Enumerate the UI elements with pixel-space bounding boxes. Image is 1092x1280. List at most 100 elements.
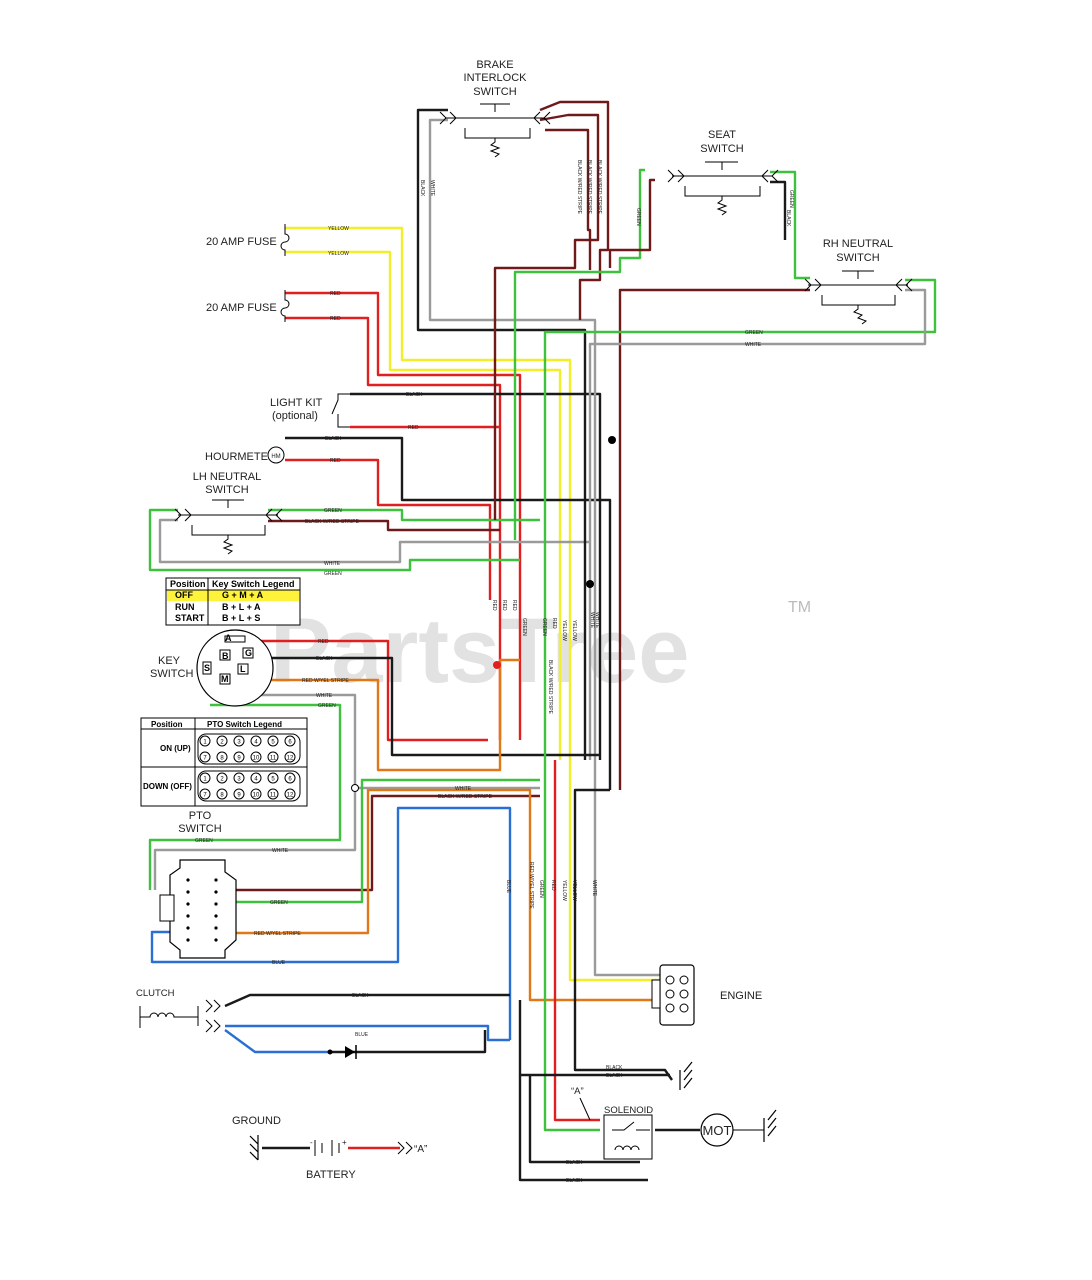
label-green-con: GREEN (270, 900, 288, 906)
light-kit: LIGHT KIT (optional) (270, 393, 350, 428)
pto-pin (216, 735, 228, 747)
pto-pin (267, 772, 279, 784)
key-term-b: B (222, 651, 229, 661)
connector-pin (214, 926, 218, 930)
watermark-tm: TM (788, 599, 811, 616)
pto-legend-r2: DOWN (OFF) (143, 782, 192, 791)
connector-pin (186, 878, 190, 882)
key-legend-r2-val: B + L + A (222, 602, 261, 612)
wire-orange-pto (215, 788, 660, 1002)
pto-pin-number: 12 (287, 756, 294, 762)
label-black-clutch: BLACK (352, 993, 369, 999)
pto-pin (250, 772, 262, 784)
connector-pin (214, 902, 218, 906)
key-label-2: SWITCH (150, 668, 193, 680)
svg-text:+: + (342, 1138, 347, 1147)
label-red-light: RED (408, 425, 419, 431)
label-v-redyel: RED W/YEL STRIPE (528, 862, 534, 909)
label-v-bkred: BLACK W/RED STRIPE (547, 660, 553, 715)
label-v-white-brake: WHITE (429, 180, 435, 197)
label-red-1: RED (330, 291, 341, 297)
label-bkred-lh: BLACK W/RED STRIPE (305, 519, 360, 525)
label-v-green-3: GREEN (538, 880, 544, 898)
label-green-lh-2: GREEN (324, 571, 342, 577)
wire-green-seat (513, 168, 645, 540)
pto-legend-h2: PTO Switch Legend (207, 720, 282, 729)
key-switch-legend: Position Key Switch Legend OFF G + M + A… (165, 577, 301, 626)
pto-legend-h1: Position (151, 720, 183, 729)
label-v-red-3: RED (511, 600, 517, 611)
wire-white-lh (158, 518, 590, 564)
hourmeter-label: HOURMETER (205, 451, 276, 463)
key-legend-r3-pos: START (175, 613, 205, 623)
hourmeter-icon: HM (271, 454, 280, 460)
pto-pin-number: 4 (254, 777, 258, 783)
pto-pin (233, 772, 245, 784)
splice-dot-3 (493, 661, 501, 669)
splice-dot-1 (608, 436, 616, 444)
ground-label: GROUND (232, 1115, 281, 1127)
rh-neutral-switch: RH NEUTRAL SWITCH (804, 238, 913, 325)
pto-label-2: SWITCH (178, 823, 221, 835)
connector-pin (186, 902, 190, 906)
solenoid: SOLENOID “A” (571, 1086, 653, 1160)
pto-pin (284, 788, 296, 800)
seat-switch: SEAT SWITCH (667, 129, 779, 216)
key-term-a: A (225, 633, 232, 643)
pto-pin (233, 788, 245, 800)
pto-pin-number: 1 (203, 777, 207, 783)
splice-dot-4 (351, 784, 359, 792)
label-red-hm: RED (330, 458, 341, 464)
splice-dot-2 (586, 580, 594, 588)
pto-pin-number: 4 (254, 740, 258, 746)
wire-maroon-pto (215, 794, 540, 892)
label-v-yellow-4: YELLOW (571, 880, 577, 901)
label-v-green-seat-r: GREEN (788, 190, 794, 208)
wire-red-fuse (285, 291, 522, 740)
pto-pin (233, 735, 245, 747)
label-v-white-1: WHITE (589, 612, 595, 629)
pto-label-1: PTO (189, 810, 212, 822)
wire-black-clutch (224, 993, 510, 1008)
connector-pin (214, 938, 218, 942)
wire-white-pto (153, 790, 357, 890)
key-legend-h1: Position (170, 579, 206, 589)
key-legend-r3-val: B + L + S (222, 613, 260, 623)
brake-label-2: INTERLOCK (464, 72, 528, 84)
label-white-rh: WHITE (745, 342, 762, 348)
connector-pin (214, 890, 218, 894)
label-black-eng-2: BLACK (606, 1073, 623, 1079)
wire-green-pto (215, 778, 540, 904)
wire-white-rh (588, 288, 927, 760)
engine-label: ENGINE (720, 990, 762, 1002)
connector-pin (186, 914, 190, 918)
label-black-key: BLACK (316, 656, 333, 662)
watermark: PartsTree (270, 600, 689, 702)
connector-pin (214, 878, 218, 882)
wire-green-key (148, 703, 342, 890)
key-switch: KEY SWITCH A B G S L M (150, 629, 274, 707)
label-white-lh: WHITE (324, 561, 341, 567)
label-green-rh: GREEN (745, 330, 763, 336)
battery-ref-a: “A” (414, 1144, 427, 1155)
pto-pin-number: 6 (288, 777, 292, 783)
ground-symbols (249, 1061, 777, 1161)
pto-pin-number: 9 (237, 756, 241, 762)
wire-black-brake (416, 108, 587, 760)
wires (148, 100, 937, 1182)
pto-pin-number: 7 (203, 793, 207, 799)
starter-motor: MOT (700, 1113, 764, 1147)
connector-pin (186, 890, 190, 894)
label-blue-clutch: BLUE (355, 1032, 369, 1038)
label-white-bus: WHITE (455, 786, 472, 792)
key-legend-r2-pos: RUN (175, 602, 195, 612)
wire-red-hm (285, 458, 492, 600)
pto-pin (250, 751, 262, 763)
label-v-white-2: WHITE (594, 612, 600, 629)
pto-pin-number: 3 (237, 740, 241, 746)
seat-label-1: SEAT (708, 129, 736, 141)
pto-pin (216, 772, 228, 784)
wire-white-key (230, 693, 540, 790)
clutch: CLUTCH (136, 988, 221, 1033)
